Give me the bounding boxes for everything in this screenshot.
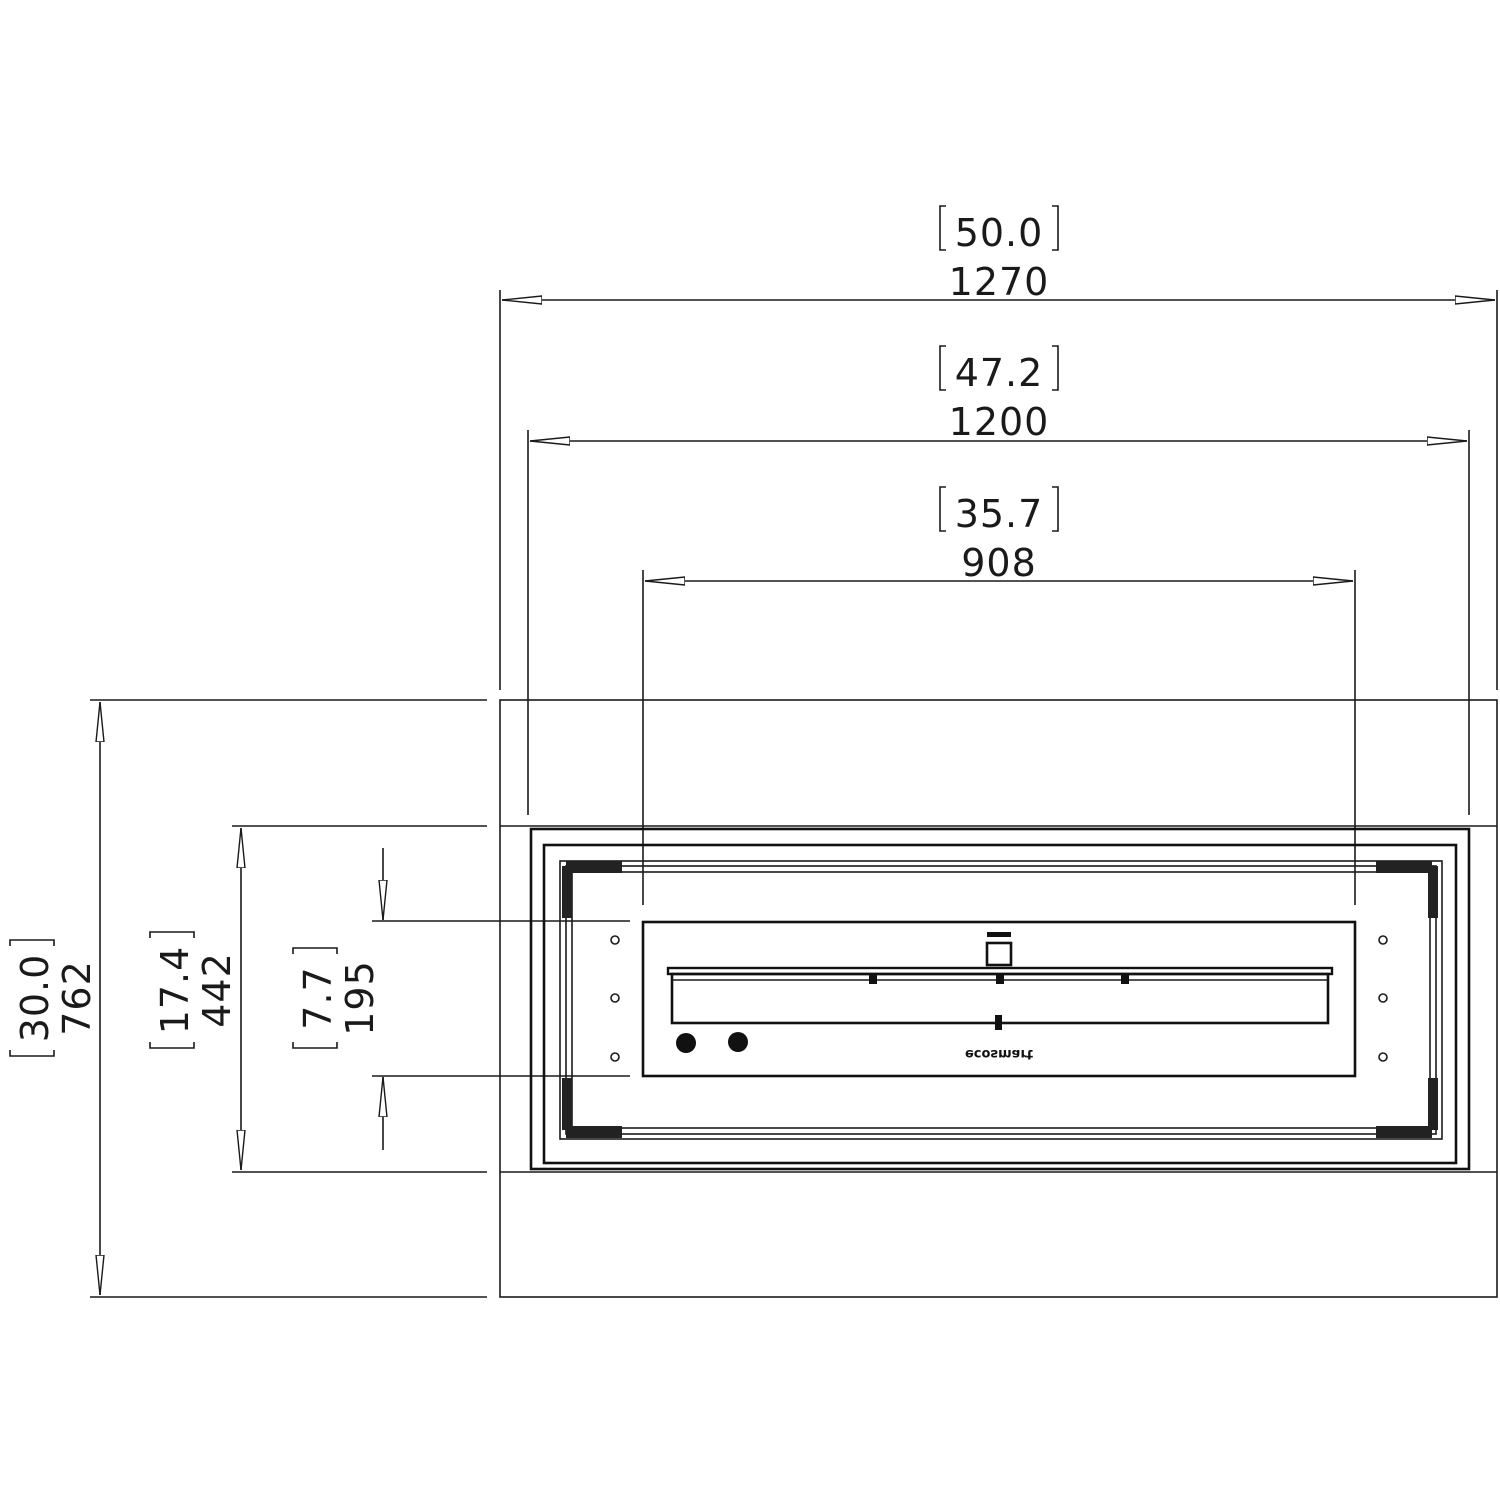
dimension-overall-width: 50.0 1270 bbox=[499, 205, 1498, 690]
opening-frame bbox=[529, 827, 1471, 1171]
glass-outer bbox=[559, 860, 1443, 1140]
control-knob-icon bbox=[676, 1033, 696, 1053]
bracket bbox=[149, 931, 195, 1049]
fuel-gauge-icon bbox=[985, 932, 1013, 967]
dimension-burner-depth: 7.7 195 bbox=[292, 848, 630, 1150]
table-outline bbox=[499, 699, 1498, 1298]
dim-mm: 1270 bbox=[949, 260, 1050, 304]
dim-inches: 30.0 bbox=[13, 954, 57, 1043]
dim-inches: 47.2 bbox=[955, 351, 1044, 395]
inner-frame bbox=[542, 843, 1458, 1165]
bracket bbox=[939, 205, 1059, 251]
corner-clips bbox=[562, 861, 1438, 1138]
dim-mm: 908 bbox=[961, 541, 1037, 585]
glass-inner bbox=[571, 871, 1431, 1129]
dim-inches: 50.0 bbox=[955, 211, 1044, 255]
dim-mm: 1200 bbox=[949, 400, 1050, 444]
dim-mm: 442 bbox=[195, 952, 239, 1028]
control-knob-icon bbox=[728, 1032, 748, 1052]
bracket bbox=[9, 939, 55, 1057]
dim-inches: 17.4 bbox=[153, 946, 197, 1035]
burner-tabs bbox=[869, 974, 1129, 1030]
mounting-holes bbox=[610, 935, 1388, 1062]
table-top-outline bbox=[499, 699, 1498, 1298]
dim-mm: 195 bbox=[338, 960, 382, 1036]
dimension-overall-depth: 30.0 762 bbox=[9, 699, 487, 1298]
dimension-inner-width: 47.2 1200 bbox=[527, 345, 1470, 815]
burner-insert: ecosmart bbox=[641, 920, 1357, 1078]
burner-plate bbox=[641, 920, 1357, 1078]
glass-guard bbox=[559, 860, 1443, 1140]
glass-inner bbox=[565, 865, 1437, 1135]
dim-mm: 762 bbox=[55, 960, 99, 1036]
dim-inches: 7.7 bbox=[296, 966, 340, 1029]
bracket bbox=[939, 486, 1059, 532]
dimension-opening-depth: 17.4 442 bbox=[149, 825, 487, 1173]
bracket bbox=[292, 947, 338, 1049]
brand-logo: ecosmart bbox=[965, 1046, 1033, 1061]
bracket bbox=[939, 345, 1059, 391]
logo-text: ecosmart bbox=[965, 1046, 1033, 1061]
dimension-burner-width: 35.7 908 bbox=[642, 486, 1356, 905]
dim-inches: 35.7 bbox=[955, 492, 1044, 536]
